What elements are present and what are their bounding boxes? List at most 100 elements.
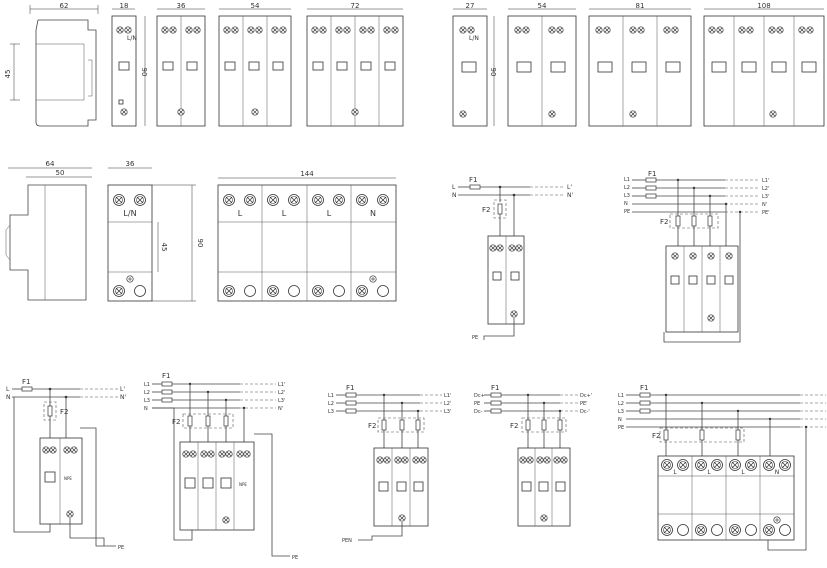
svg-text:F2: F2 (172, 418, 180, 426)
dim-50: 50 (56, 169, 65, 177)
dim-90b: 90 (489, 68, 497, 77)
svg-text:F2: F2 (368, 422, 376, 430)
svg-text:L1': L1' (762, 178, 769, 184)
svg-text:NPE: NPE (64, 476, 72, 481)
svg-text:L3: L3 (328, 409, 334, 415)
svg-text:F1: F1 (22, 378, 30, 386)
svg-text:108: 108 (757, 2, 770, 10)
svg-text:L1: L1 (618, 393, 624, 399)
wiring-three-phase-a: F1 L1 L2 L3 N PE L1' L2' L3' N' PE' F2 (624, 170, 770, 343)
svg-text:N': N' (567, 192, 573, 199)
svg-text:F1: F1 (491, 384, 499, 392)
svg-text:L: L (707, 469, 711, 476)
svg-text:N': N' (762, 202, 767, 208)
svg-text:F2: F2 (60, 408, 68, 416)
svg-text:L/N: L/N (469, 35, 479, 42)
dim-45b: 45 (160, 243, 168, 252)
svg-text:L2': L2' (278, 390, 285, 396)
svg-text:PE: PE (474, 401, 480, 407)
svg-text:PE: PE (118, 545, 124, 551)
svg-text:F1: F1 (346, 384, 354, 392)
svg-text:L: L (673, 469, 677, 476)
svg-text:PE: PE (472, 335, 478, 341)
svg-text:L3: L3 (618, 409, 624, 415)
dim-90: 90 (140, 68, 148, 77)
svg-text:L2: L2 (144, 390, 150, 396)
svg-text:L2: L2 (624, 185, 630, 191)
svg-text:PE': PE' (762, 210, 770, 216)
svg-text:L: L (327, 209, 332, 218)
svg-text:Dc+: Dc+ (474, 393, 485, 399)
wiring-single-phase-a: F1 L N L' N' F2 PE (452, 176, 573, 341)
svg-text:PEN: PEN (342, 538, 352, 544)
dim-27: 27 (466, 2, 475, 10)
module-72: 72 (306, 2, 404, 127)
dim-54: 54 (251, 2, 260, 10)
svg-text:N: N (618, 417, 622, 423)
svg-text:F1: F1 (469, 176, 477, 184)
svg-text:PE: PE (618, 425, 624, 431)
module-54: 54 (218, 2, 292, 127)
module-big-36: 36 L/N 45 90 (107, 160, 204, 302)
dim-18: 18 (120, 2, 129, 10)
svg-text:N: N (6, 394, 11, 401)
svg-text:F1: F1 (640, 384, 648, 392)
svg-text:L: L (238, 209, 243, 218)
svg-text:N': N' (120, 394, 126, 401)
svg-text:L3': L3' (762, 194, 769, 200)
dim-36b: 36 (126, 160, 135, 168)
svg-text:PE': PE' (580, 401, 588, 407)
svg-text:L2': L2' (444, 401, 451, 407)
svg-text:Dc+': Dc+' (580, 393, 592, 399)
wiring-three-phase-b: F1 L1 L2 L3 N L1' L2' L3' N' F2 (144, 372, 298, 561)
module-big-144: 144 L L L N (217, 170, 397, 302)
svg-text:L': L' (120, 386, 125, 393)
svg-text:N: N (624, 201, 628, 207)
svg-text:Dc-': Dc-' (580, 409, 590, 415)
svg-text:N: N (370, 209, 376, 218)
module-54b: 54 (507, 2, 577, 127)
module-81: 81 (588, 2, 692, 127)
svg-text:54: 54 (538, 2, 547, 10)
svg-text:PE: PE (624, 209, 630, 215)
dim-62: 62 (60, 2, 69, 10)
module-18: 18 L/N 90 (111, 2, 148, 127)
dim-72: 72 (351, 2, 360, 10)
svg-text:L1: L1 (624, 177, 630, 183)
svg-text:L2: L2 (328, 401, 334, 407)
svg-text:L3': L3' (278, 398, 285, 404)
svg-text:N: N (144, 406, 148, 412)
wiring-tn-c: F1 L1 L2 L3 L1' L2' L3' F2 PEN (328, 384, 451, 544)
module-108: 108 (703, 2, 825, 127)
svg-text:L2: L2 (618, 401, 624, 407)
svg-text:N': N' (278, 406, 283, 412)
svg-text:F2: F2 (660, 218, 668, 226)
wiring-dc: F1 Dc+ PE Dc- Dc+' PE' Dc-' F2 (474, 384, 592, 527)
svg-text:L: L (452, 184, 456, 191)
svg-text:F2: F2 (510, 422, 518, 430)
side-view-large: 64 50 (5, 160, 92, 301)
svg-text:L': L' (567, 184, 572, 191)
svg-text:L: L (6, 386, 10, 393)
svg-text:F2: F2 (482, 206, 490, 214)
svg-text:F2: F2 (652, 432, 660, 440)
svg-text:N: N (775, 469, 780, 476)
svg-text:L: L (282, 209, 287, 218)
svg-text:N: N (452, 192, 457, 199)
module-36: 36 (156, 2, 206, 127)
svg-text:L1': L1' (444, 393, 451, 399)
svg-text:NPE: NPE (239, 482, 247, 487)
svg-text:L2': L2' (762, 186, 769, 192)
svg-text:L1': L1' (278, 382, 285, 388)
dim-64: 64 (46, 160, 55, 168)
svg-text:PE: PE (292, 555, 298, 561)
svg-text:L3: L3 (624, 193, 630, 199)
svg-text:Dc-: Dc- (474, 409, 483, 415)
terminal-label-big: L/N (123, 209, 136, 218)
svg-text:L1: L1 (144, 382, 150, 388)
module-27: 27 L/N 90 (452, 2, 497, 127)
svg-text:L: L (741, 469, 745, 476)
dim-144: 144 (300, 170, 314, 178)
svg-text:F1: F1 (162, 372, 170, 380)
